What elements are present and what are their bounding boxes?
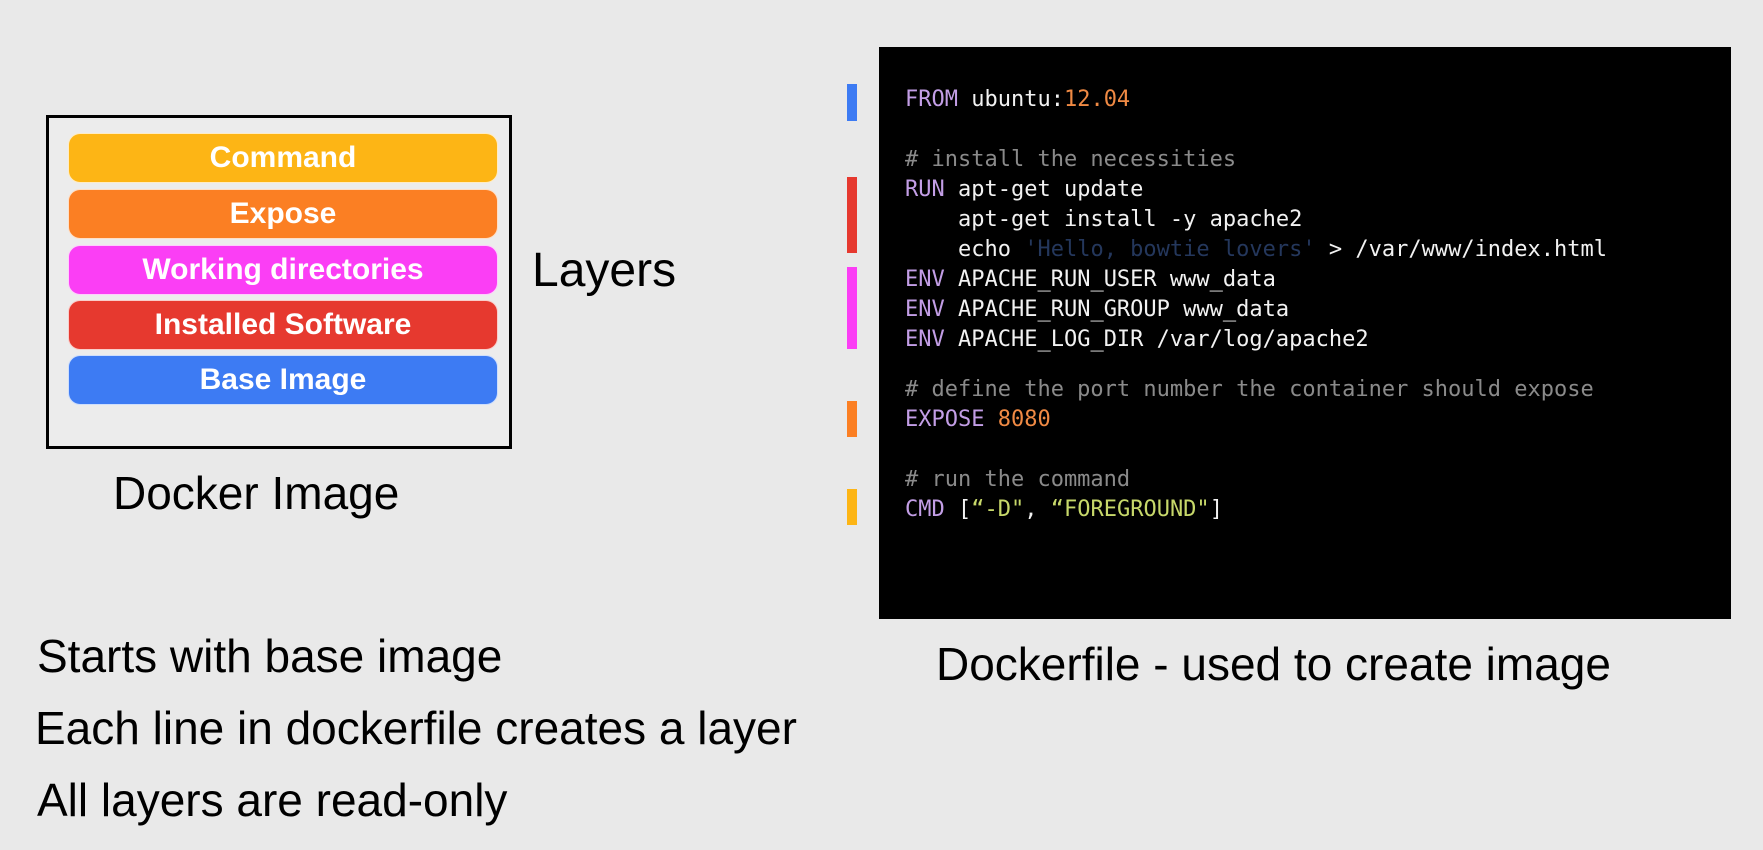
code-line-env-group: ENV APACHE_RUN_GROUP www_data (905, 297, 1289, 323)
layer-base-image: Base Image (68, 355, 498, 405)
env-log: APACHE_LOG_DIR /var/log/apache2 (944, 327, 1369, 352)
code-line-env-user: ENV APACHE_RUN_USER www_data (905, 267, 1276, 293)
layers-label: Layers (532, 244, 677, 297)
echo-command: echo (905, 237, 1025, 262)
code-comment-port: # define the port number the container s… (905, 377, 1594, 402)
env-user: APACHE_RUN_USER www_data (944, 267, 1276, 292)
cmd-separator: , (1024, 497, 1051, 522)
code-line-run: RUN apt-get update (905, 177, 1143, 203)
layer-expose: Expose (68, 189, 498, 239)
layer-command: Command (68, 133, 498, 183)
keyword-env: ENV (905, 267, 945, 292)
layer-working-directories: Working directories (68, 245, 498, 295)
cmd-arg-foreground: “FOREGROUND" (1050, 497, 1210, 522)
bullet-base-image: Starts with base image (37, 630, 503, 682)
cmd-arg-d: “-D" (971, 497, 1025, 522)
code-line-from: FROM ubuntu:12.04 (905, 87, 1130, 113)
code-line-env-log: ENV APACHE_LOG_DIR /var/log/apache2 (905, 327, 1369, 353)
cmd-open-bracket: [ (944, 497, 972, 522)
echo-target: > /var/www/index.html (1315, 237, 1608, 262)
echo-string: 'Hello, bowtie lovers' (1024, 237, 1316, 262)
cmd-close-bracket: ] (1209, 497, 1223, 522)
code-comment-install: # install the necessities (905, 147, 1237, 172)
bullet-line-creates-layer: Each line in dockerfile creates a layer (35, 702, 797, 754)
code-line-cmd: CMD [“-D", “FOREGROUND"] (905, 497, 1223, 523)
marker-expose (847, 401, 857, 437)
keyword-from: FROM (905, 87, 958, 112)
keyword-run: RUN (905, 177, 945, 202)
keyword-env: ENV (905, 297, 945, 322)
run-command: apt-get update (944, 177, 1144, 202)
keyword-expose: EXPOSE (905, 407, 985, 432)
code-line-expose: EXPOSE 8080 (905, 407, 1051, 433)
from-version: 12.04 (1063, 87, 1131, 112)
code-line-install: apt-get install -y apache2 (905, 207, 1303, 232)
layer-installed-software: Installed Software (68, 300, 498, 350)
from-image: ubuntu: (957, 87, 1064, 112)
marker-installed-software (847, 177, 857, 253)
expose-port: 8080 (997, 407, 1051, 432)
marker-base-image (847, 84, 857, 121)
env-group: APACHE_RUN_GROUP www_data (944, 297, 1290, 322)
keyword-cmd: CMD (905, 497, 945, 522)
keyword-env: ENV (905, 327, 945, 352)
code-comment-cmd: # run the command (905, 467, 1131, 492)
dockerfile-code-panel: FROM ubuntu:12.04 # install the necessit… (879, 47, 1731, 619)
docker-image-caption: Docker Image (113, 467, 400, 519)
marker-working-directories (847, 267, 857, 349)
bullet-read-only: All layers are read-only (37, 774, 508, 826)
docker-image-diagram: Command Expose Working directories Insta… (46, 115, 512, 449)
dockerfile-caption: Dockerfile - used to create image (936, 638, 1611, 690)
code-line-echo: echo 'Hello, bowtie lovers' > /var/www/i… (905, 237, 1607, 263)
marker-command (847, 489, 857, 525)
